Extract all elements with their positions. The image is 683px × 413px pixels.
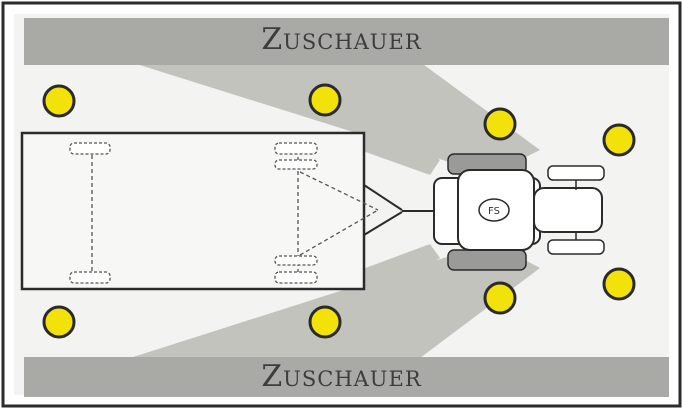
wheel-rear-bottom (69, 271, 111, 284)
front-wheel-top (547, 165, 605, 181)
tractor: FS (433, 153, 605, 271)
towbar-lower (363, 211, 403, 236)
trailer (20, 131, 436, 291)
light-icon (308, 83, 342, 117)
beam-top (130, 62, 520, 178)
wheel-front-bottom-inner (274, 255, 318, 266)
beam-bottom (130, 240, 520, 358)
light-icon (602, 267, 636, 301)
wheel-front-top (274, 142, 318, 155)
driver-seat (478, 198, 510, 222)
spectator-band-top (24, 18, 669, 65)
towbar-upper (363, 184, 403, 211)
rear-wheel-bottom (447, 249, 527, 271)
front-wheel-bottom (547, 239, 605, 255)
light-icon (42, 305, 76, 339)
beam-left-lower (360, 244, 440, 310)
light-icon (42, 84, 76, 118)
drawbar-upper-dashed (299, 171, 379, 211)
drawbar-lower-dashed (299, 209, 379, 256)
light-icon (483, 281, 517, 315)
beam-top-center (210, 62, 540, 165)
wheel-rear-top (69, 142, 111, 155)
floodlights (42, 83, 636, 339)
tractor-hood (533, 187, 603, 233)
light-icon (602, 123, 636, 157)
light-icon (308, 305, 342, 339)
beam-left-upper (360, 110, 440, 175)
beam-bottom-center (210, 252, 540, 358)
spectator-band-bottom (24, 357, 669, 397)
light-beams (130, 62, 540, 358)
wheel-front-bottom (274, 271, 318, 284)
light-icon (483, 107, 517, 141)
seat-label: FS (488, 206, 500, 217)
wheel-front-top-inner (274, 159, 318, 170)
